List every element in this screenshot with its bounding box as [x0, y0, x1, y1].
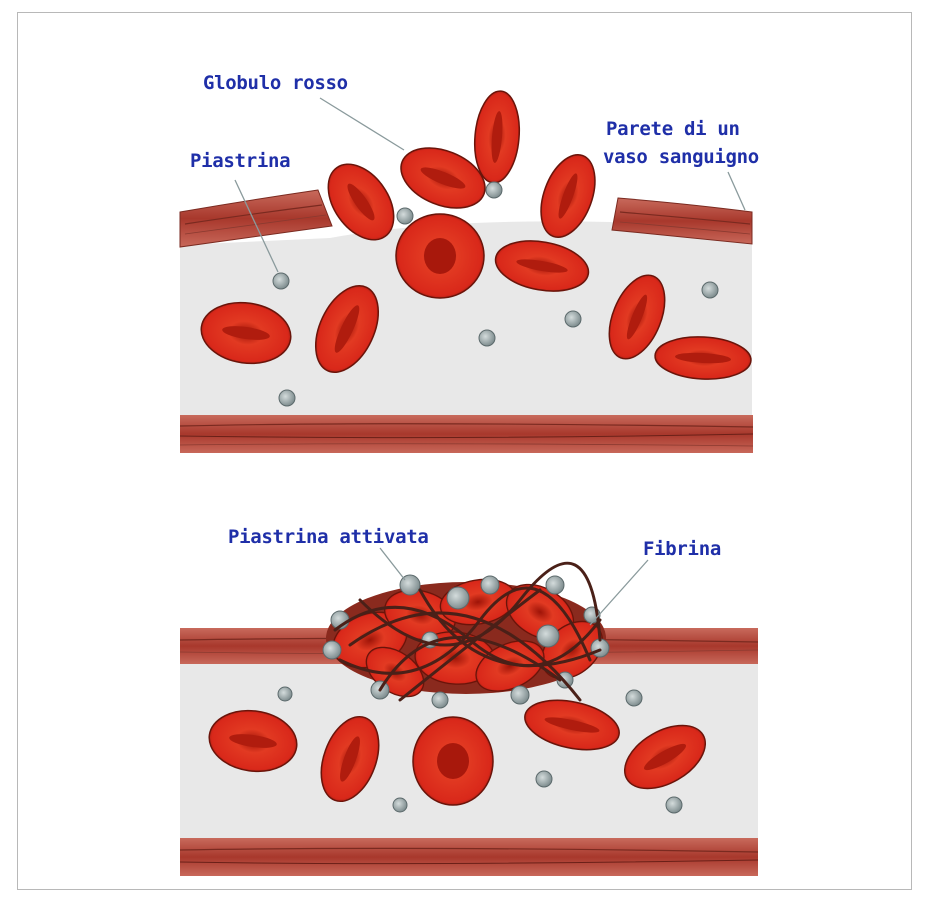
vessel-wall-upper-left — [180, 190, 332, 247]
label-piastrina: Piastrina — [190, 150, 290, 173]
vessel-wall-lower-bottom — [180, 838, 758, 876]
label-parete-line1: Parete di un — [606, 118, 740, 141]
vessel-wall-lower — [180, 415, 753, 453]
top-panel — [180, 89, 753, 453]
label-parete-line2: vaso sanguigno — [603, 146, 759, 169]
label-fibrina: Fibrina — [643, 538, 721, 561]
label-globulo-rosso: Globulo rosso — [203, 72, 348, 95]
label-piastrina-attivata: Piastrina attivata — [228, 526, 429, 549]
bottom-panel — [180, 548, 758, 876]
